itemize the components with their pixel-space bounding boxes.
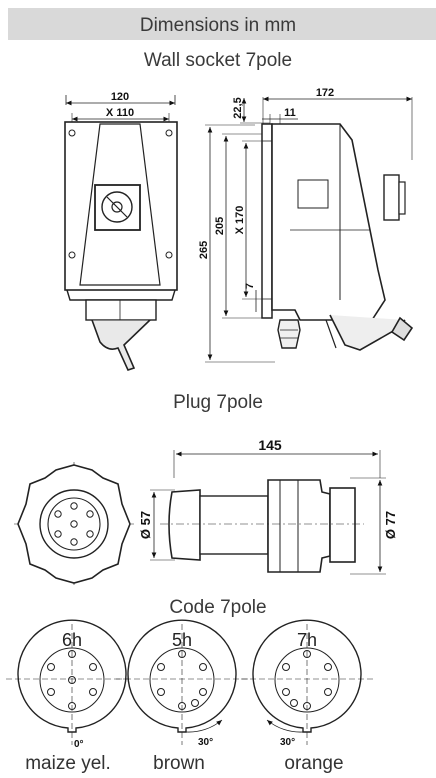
dim-145: 145 bbox=[258, 437, 282, 453]
header-band bbox=[8, 8, 436, 40]
code-hour-maize: 6h bbox=[62, 630, 82, 650]
code-face-orange bbox=[241, 619, 373, 745]
dim-205: 205 bbox=[214, 217, 226, 235]
code-angle-brown: 30° bbox=[198, 737, 213, 748]
code-color-maize: maize yel. bbox=[25, 753, 111, 774]
plug-side-view bbox=[150, 450, 386, 575]
header-title: Dimensions in mm bbox=[139, 15, 297, 36]
code-hour-orange: 7h bbox=[297, 630, 317, 650]
dim-265: 265 bbox=[198, 241, 210, 259]
dim-120: 120 bbox=[111, 91, 129, 103]
wall-socket-front-view bbox=[64, 95, 178, 371]
wall-socket-caption: Wall socket 7pole bbox=[143, 50, 293, 71]
plug-caption: Plug 7pole bbox=[173, 392, 263, 413]
dim-x110: X 110 bbox=[106, 107, 134, 119]
code-caption: Code 7pole bbox=[169, 597, 267, 618]
code-face-brown bbox=[116, 619, 248, 745]
dimensions-header: Dimensions in mm bbox=[0, 0, 436, 46]
code-color-orange: orange bbox=[284, 753, 344, 774]
dim-dia57: Ø 57 bbox=[138, 511, 153, 539]
dim-x170: X 170 bbox=[234, 206, 246, 235]
code-angle-orange: 30° bbox=[280, 737, 295, 748]
code-hour-brown: 5h bbox=[172, 630, 192, 650]
wall-socket-side-view bbox=[205, 96, 414, 363]
dim-11: 11 bbox=[284, 107, 296, 119]
dim-22-5: 22,5 bbox=[232, 97, 244, 118]
dim-7: 7 bbox=[244, 283, 256, 289]
code-angle-maize: 0° bbox=[74, 739, 84, 750]
dim-dia77: Ø 77 bbox=[383, 511, 398, 539]
plug-face-view bbox=[14, 462, 134, 588]
code-color-brown: brown bbox=[153, 753, 205, 774]
dim-172: 172 bbox=[316, 87, 334, 99]
